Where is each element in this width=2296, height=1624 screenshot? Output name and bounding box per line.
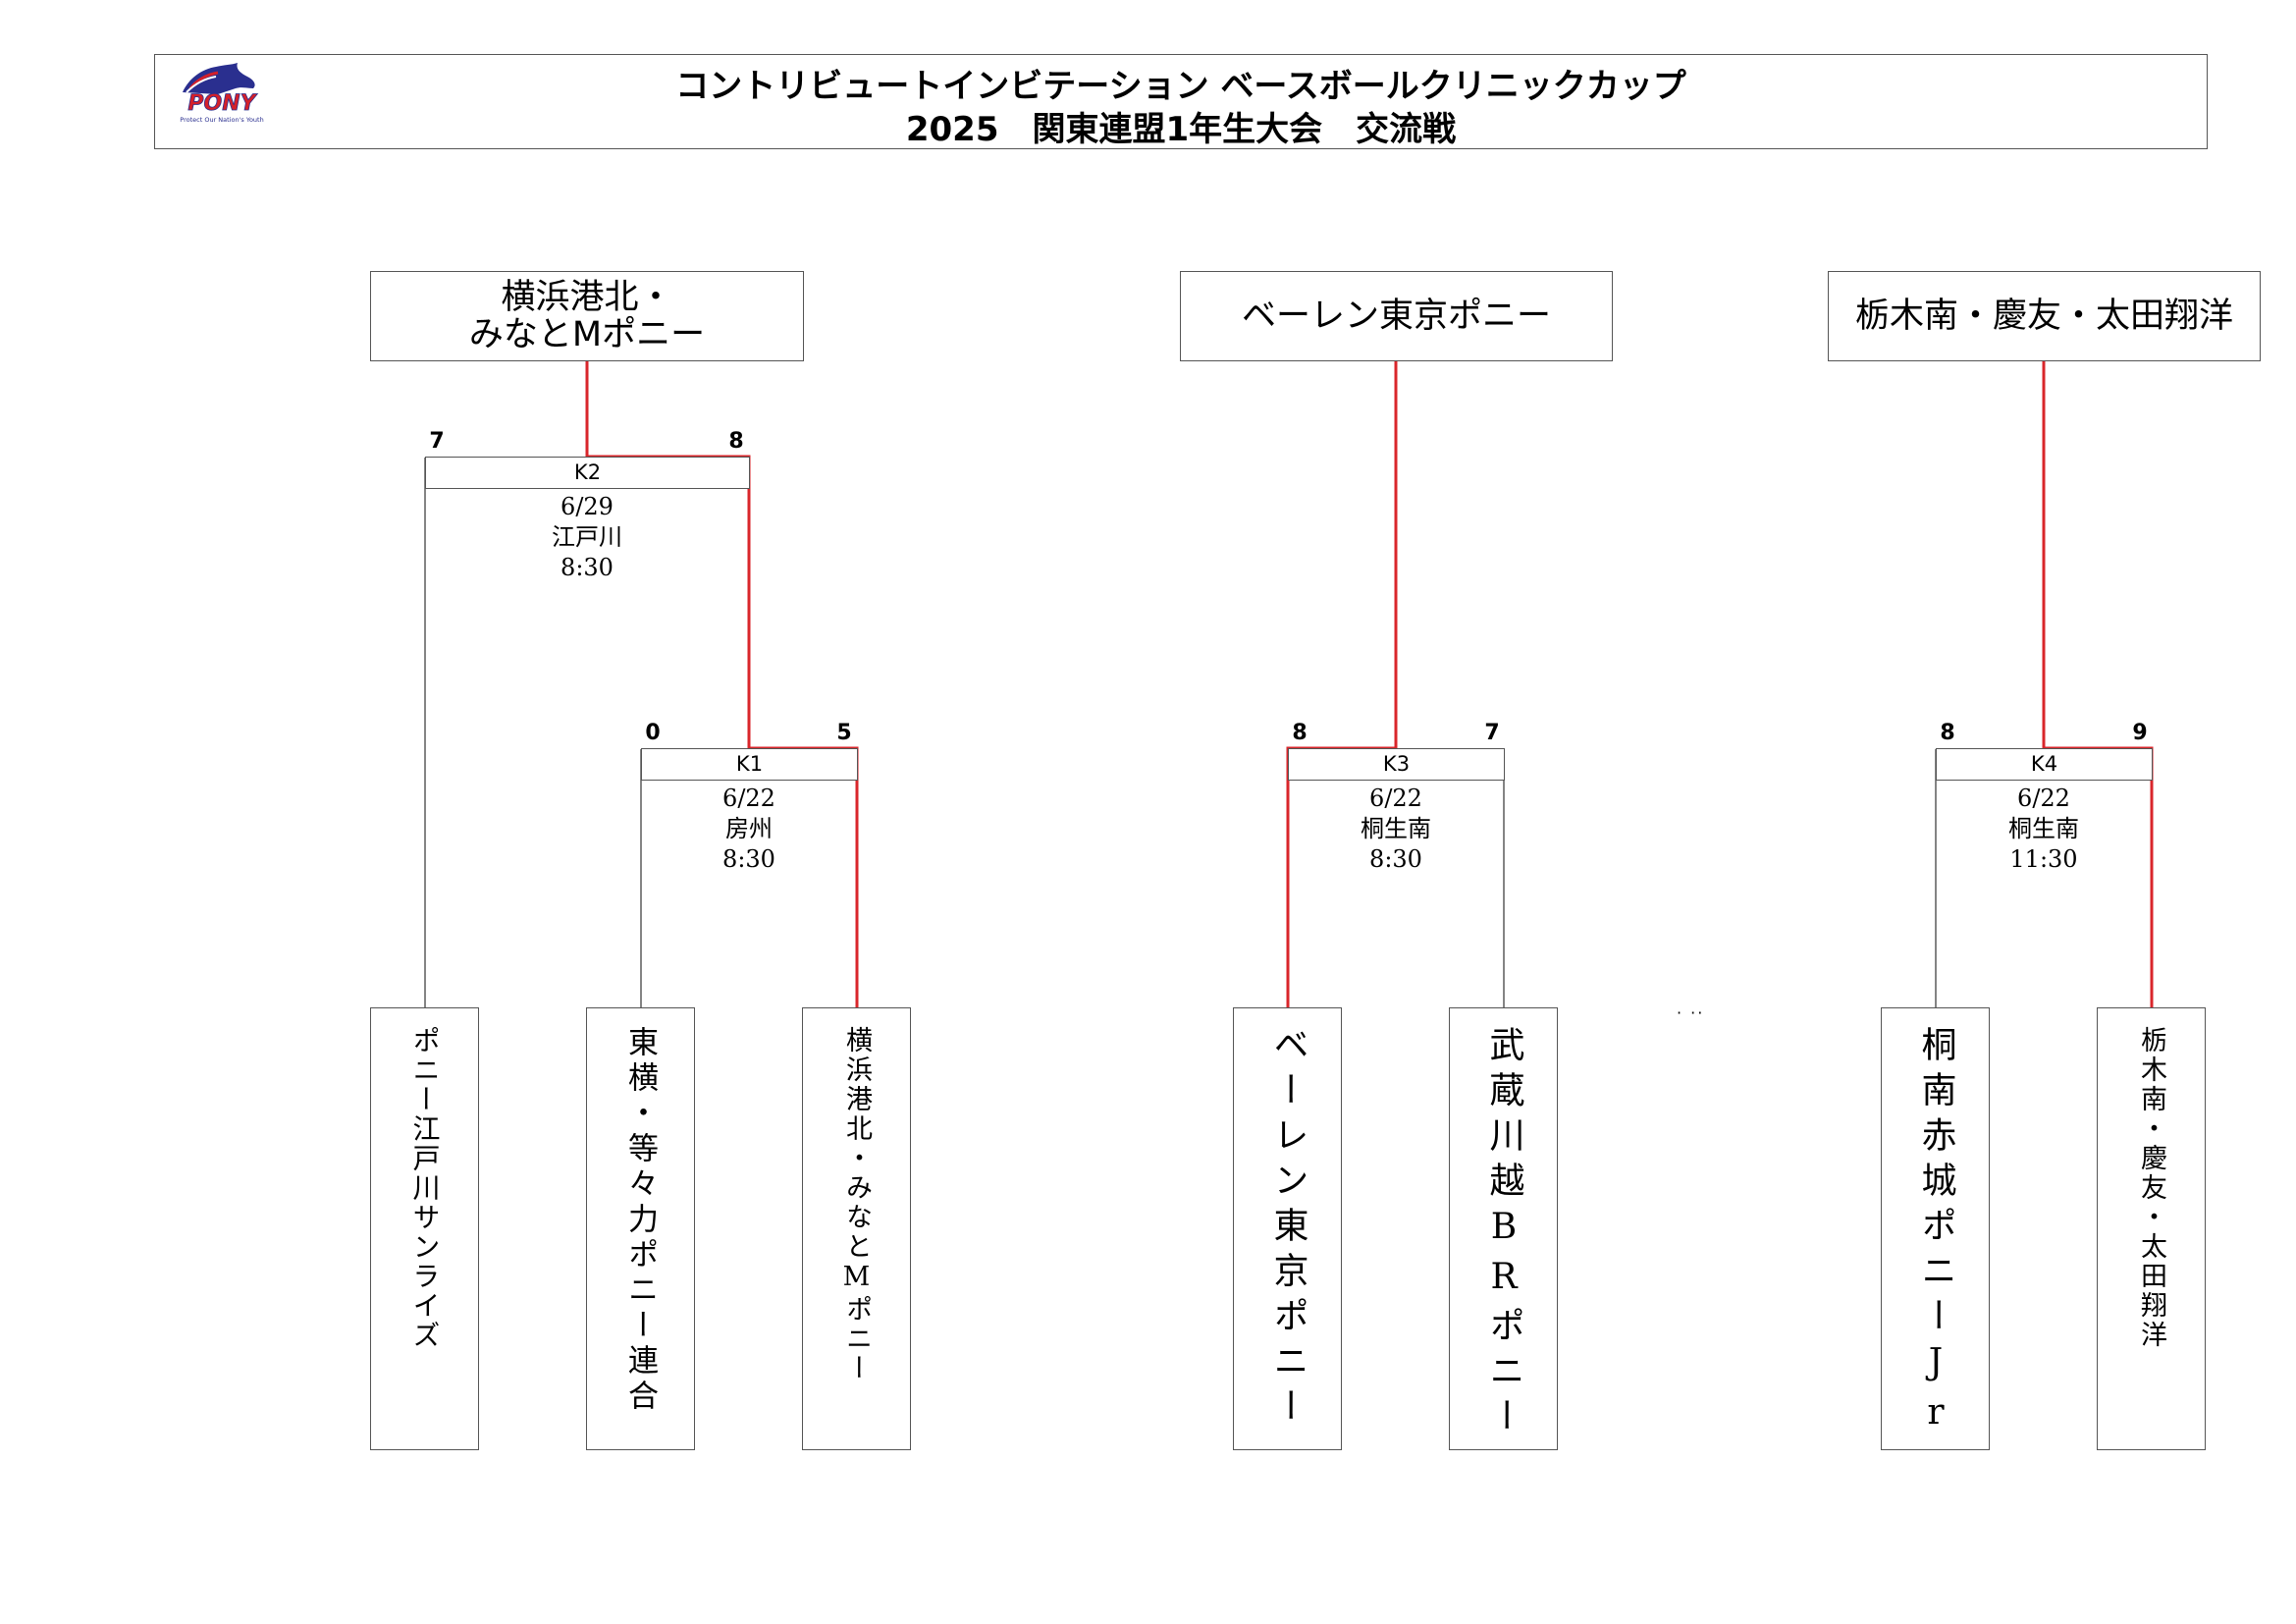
title-line-2: 2025 関東連盟1年生大会 交流戦 (905, 110, 1457, 149)
k1-score-right: 5 (836, 721, 852, 745)
team-box-1: ポニー江戸川サンライズ (370, 1007, 479, 1450)
team-box-2: 東横・等々力ポニー連合 (586, 1007, 695, 1450)
team-name-4: ベーレン東京ポニー (1267, 1026, 1308, 1433)
k4-score-right: 9 (2132, 721, 2148, 745)
k2-match-label: K2 (425, 457, 750, 489)
k1-match-label: K1 (641, 748, 858, 781)
team-name-3: 横浜港北・みなとMポニー (841, 1026, 872, 1383)
k4-match-label: K4 (1936, 748, 2153, 781)
k2-match-info: 6/29 江戸川 8:30 (489, 492, 685, 583)
k3-match-info: 6/22 桐生南 8:30 (1298, 784, 1494, 875)
k4-match-info: 6/22 桐生南 11:30 (1946, 784, 2142, 875)
k3-venue: 桐生南 (1361, 815, 1431, 842)
k2-venue: 江戸川 (552, 523, 622, 551)
team-box-5: 武蔵川越BRポニー (1449, 1007, 1558, 1450)
k3-score-right: 7 (1484, 721, 1500, 745)
team-name-7: 栃木南・慶友・太田翔洋 (2136, 1026, 2166, 1350)
pony-logo: PONY Protect Our Nation's Youth (169, 59, 275, 128)
team-box-7: 栃木南・慶友・太田翔洋 (2097, 1007, 2206, 1450)
winner-box-1: 横浜港北・ みなとMポニー (370, 271, 804, 361)
svg-text:Protect Our Nation's Youth: Protect Our Nation's Youth (180, 116, 263, 124)
winner-box-2: ベーレン東京ポニー (1180, 271, 1613, 361)
k3-time: 8:30 (1369, 845, 1422, 873)
k2-date: 6/29 (561, 493, 614, 520)
winner-name-1: 横浜港北・ みなとMポニー (468, 278, 706, 354)
k2-score-right: 8 (728, 429, 744, 454)
k4-time: 11:30 (2009, 845, 2078, 873)
team-name-2: 東横・等々力ポニー連合 (622, 1026, 658, 1415)
k3-score-left: 8 (1292, 721, 1308, 745)
winner-name-3: 栃木南・慶友・太田翔洋 (1854, 297, 2233, 336)
team-box-3: 横浜港北・みなとMポニー (802, 1007, 911, 1450)
k2-time: 8:30 (561, 554, 614, 581)
k4-venue: 桐生南 (2008, 815, 2079, 842)
winner-name-2: ベーレン東京ポニー (1241, 297, 1551, 336)
team-box-6: 桐南赤城ポニーJr (1881, 1007, 1990, 1450)
title-box: コントリビュートインビテーション ベースボールクリニックカップ 2025 関東連… (154, 54, 2208, 149)
k4-score-left: 8 (1940, 721, 1955, 745)
k1-date: 6/22 (722, 785, 775, 812)
team-name-6: 桐南赤城ポニーJr (1915, 1026, 1956, 1442)
k1-time: 8:30 (722, 845, 775, 873)
k3-match-label: K3 (1288, 748, 1505, 781)
k4-date: 6/22 (2017, 785, 2070, 812)
svg-text:PONY: PONY (187, 91, 257, 116)
k2-score-left: 7 (429, 429, 445, 454)
k1-score-left: 0 (645, 721, 661, 745)
k1-venue: 房州 (725, 815, 773, 842)
winner-box-3: 栃木南・慶友・太田翔洋 (1828, 271, 2261, 361)
team-name-5: 武蔵川越BRポニー (1483, 1026, 1524, 1442)
team-name-1: ポニー江戸川サンライズ (408, 1026, 442, 1350)
team-box-4: ベーレン東京ポニー (1233, 1007, 1342, 1450)
stray-dots: · ·· (1677, 1003, 1705, 1022)
k3-date: 6/22 (1369, 785, 1422, 812)
title-line-1: コントリビュートインビテーション ベースボールクリニックカップ (675, 67, 1686, 106)
pony-horse-icon: PONY Protect Our Nation's Youth (180, 63, 264, 124)
k1-match-info: 6/22 房州 8:30 (651, 784, 847, 875)
